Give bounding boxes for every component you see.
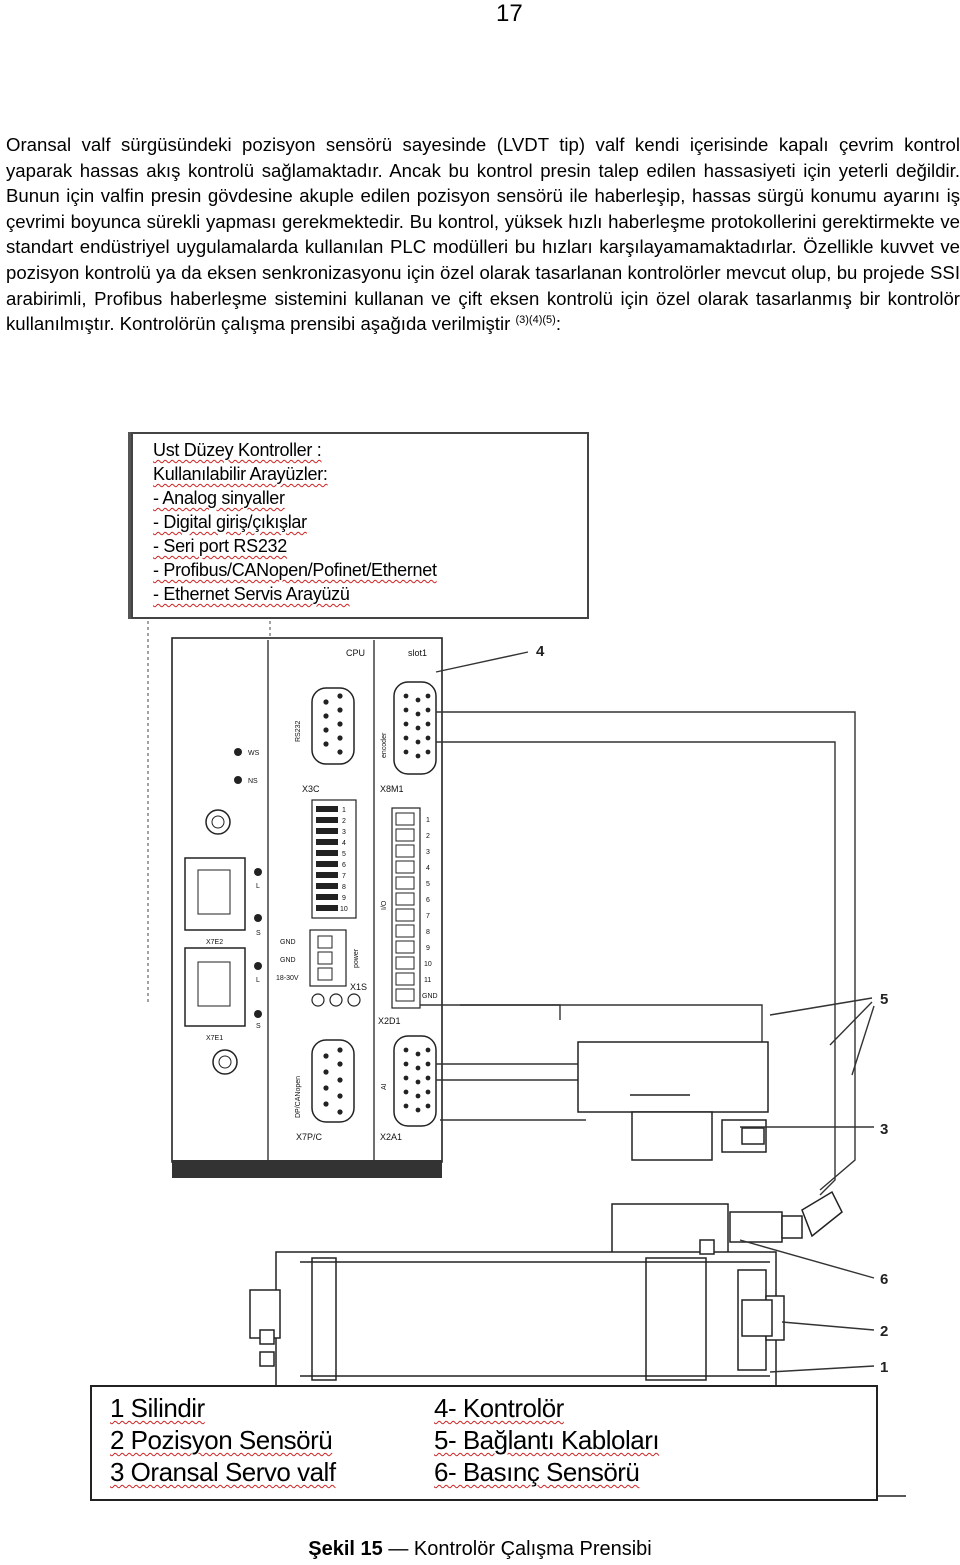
switch-number: 6 (342, 862, 346, 869)
legend-box: 1 Silindir 2 Pozisyon Sensörü 3 Oransal … (90, 1385, 878, 1501)
label-18-30v: 18-30V (276, 975, 299, 982)
label-gnd1: GND (280, 939, 296, 946)
switch-number: 10 (340, 906, 348, 913)
callout-pointers (435, 651, 875, 1373)
switch-number: 8 (342, 884, 346, 891)
body-paragraph: Oransal valf sürgüsündeki pozisyon sensö… (6, 132, 960, 337)
label-x3c: X3C (302, 784, 320, 794)
io-number: 5 (426, 881, 430, 888)
callout-2: 2 (880, 1323, 888, 1340)
interfaces-title: Ust Düzey Kontroller : (153, 440, 322, 460)
legend-item: 2 Pozisyon Sensörü (110, 1425, 333, 1455)
controller-unit (171, 637, 443, 1178)
io-number: 10 (424, 961, 432, 968)
switch-number: 9 (342, 895, 346, 902)
callout-3: 3 (880, 1121, 888, 1138)
io-number: 7 (426, 913, 430, 920)
switch-number: 2 (342, 818, 346, 825)
callout-4: 4 (536, 643, 545, 660)
io-number: 6 (426, 897, 430, 904)
controller-text: CPU slot1 RS232 encoder X3C X8M1 WS NS L… (206, 648, 438, 1142)
legend-item: 5- Bağlantı Kabloları (434, 1425, 660, 1455)
interface-item: - Analog sinyaller (153, 488, 285, 508)
interface-item: - Ethernet Servis Arayüzü (153, 584, 350, 604)
legend-item: 1 Silindir (110, 1393, 205, 1423)
hydraulic-cylinder (249, 1203, 785, 1387)
label-x2d1: X2D1 (378, 1016, 401, 1026)
switch-number-column: 1 2 3 4 5 6 7 8 9 10 (340, 807, 348, 913)
label-l1: L (256, 883, 260, 890)
caption-label: Şekil 15 (308, 1538, 383, 1560)
interfaces-subtitle: Kullanılabilir Arayüzler: (153, 464, 328, 484)
callout-1: 1 (880, 1359, 888, 1376)
callout-5: 5 (880, 991, 888, 1008)
label-ns: NS (248, 778, 258, 785)
label-s1: S (256, 930, 261, 937)
caption-text: Kontrolör Çalışma Prensibi (413, 1538, 652, 1560)
callout-numbers: 4 5 3 6 2 1 (536, 643, 888, 1376)
switch-number: 3 (342, 829, 346, 836)
figure-caption: Şekil 15 — Kontrolör Çalışma Prensibi (0, 1538, 960, 1561)
switch-number: 5 (342, 851, 346, 858)
io-number: 3 (426, 849, 430, 856)
label-gnd2: GND (280, 957, 296, 964)
legend-item: 3 Oransal Servo valf (110, 1457, 336, 1487)
interfaces-box: Ust Düzey Kontroller : Kullanılabilir Ar… (131, 432, 589, 619)
label-ai: AI (381, 1083, 388, 1090)
io-number-column: 1 2 3 4 5 6 7 8 9 10 11 GND (422, 817, 438, 1000)
label-l2: L (256, 977, 260, 984)
label-x7e2: X7E2 (206, 939, 223, 946)
callout-6: 6 (880, 1271, 888, 1288)
label-cpu: CPU (346, 648, 365, 658)
switch-number: 4 (342, 840, 346, 847)
label-io: I/O (381, 900, 388, 910)
legend-item: 4- Kontrolör (434, 1393, 564, 1423)
label-x2a1: X2A1 (380, 1132, 402, 1142)
paragraph-end: : (555, 313, 561, 335)
io-number: 9 (426, 945, 430, 952)
label-ws: WS (248, 750, 260, 757)
label-slot1: slot1 (408, 648, 427, 658)
paragraph-text: Oransal valf sürgüsündeki pozisyon sensö… (6, 134, 960, 335)
label-s2: S (256, 1023, 261, 1030)
io-number: 2 (426, 833, 430, 840)
io-number: GND (422, 993, 438, 1000)
legend-item: 6- Basınç Sensörü (434, 1457, 640, 1487)
interface-item: - Profibus/CANopen/Pofinet/Ethernet (153, 560, 437, 580)
citation: (3)(4)(5) (515, 314, 556, 327)
label-x1s: X1S (350, 982, 367, 992)
interface-item: - Seri port RS232 (153, 536, 287, 556)
io-number: 8 (426, 929, 430, 936)
io-number: 1 (426, 817, 430, 824)
label-encoder: encoder (381, 732, 388, 758)
label-x8m1: X8M1 (380, 784, 404, 794)
servo-valve (577, 1041, 769, 1161)
caption-dash: — (388, 1538, 409, 1560)
page-number: 17 (496, 0, 523, 27)
label-dp-canopen: DP/CANopen (295, 1076, 302, 1118)
label-x7e1: X7E1 (206, 1035, 223, 1042)
io-number: 4 (426, 865, 430, 872)
io-number: 11 (424, 977, 431, 984)
switch-number: 1 (342, 807, 346, 814)
label-x7p-c: X7P/C (296, 1132, 323, 1142)
label-power: power (353, 948, 360, 968)
pressure-sensor (729, 1190, 843, 1243)
interface-item: - Digital giriş/çıkışlar (153, 512, 307, 532)
switch-number: 7 (342, 873, 346, 880)
label-rs232: RS232 (295, 720, 302, 742)
